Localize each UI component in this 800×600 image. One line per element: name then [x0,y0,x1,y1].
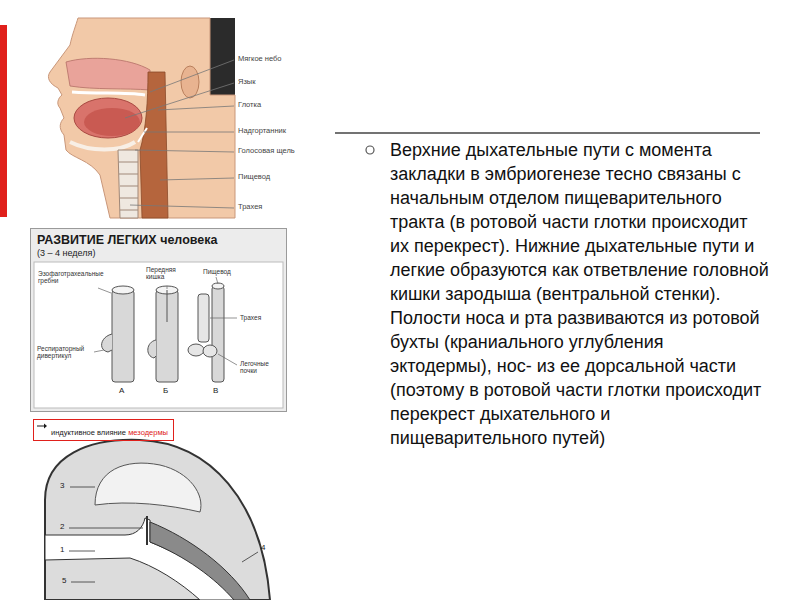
jaw [70,142,135,150]
part-label: Эзофаготрахеальные гребни [38,270,98,285]
leader-line [158,106,234,110]
ring [120,186,138,187]
lung-development-figure [30,228,287,429]
part-label: Передняя кишка [146,266,190,281]
ring [119,162,138,163]
part-label: Язык [238,78,256,87]
box-text: (3 – 4 неделя) [37,248,280,259]
part-label: Голосовая щель [238,147,295,156]
embryo-section [45,440,270,600]
leader-line [135,150,234,152]
leader-line [69,551,95,552]
part-label: Глотка [238,101,261,110]
stage-letter: Б [163,386,168,395]
diverticulum [102,334,112,352]
head-section [48,18,235,218]
lung-bud [148,340,156,358]
divider-line [335,132,760,134]
head-skin [48,18,235,218]
callout-number: 3 [60,481,64,490]
part-label: Трахея [240,314,261,321]
part-label: Пищевод [238,173,270,182]
tongue [84,108,140,136]
leader-line [144,132,234,133]
trachea-tube [198,294,209,342]
esophagus-tube [212,286,224,382]
part-label: Мягкое небо [238,55,282,64]
leader-line [70,487,95,488]
callout-number: 5 [62,576,66,585]
box-heading: индуктивное влияние [51,428,126,437]
palate [72,92,145,95]
trachea [118,150,138,218]
callout-number: 4 [261,543,265,552]
bullet [366,146,374,154]
leader-line [210,318,237,319]
stage-letter: А [119,386,124,395]
lung-bud [188,344,204,356]
leader-line [216,277,218,284]
mouth-cavity [74,98,142,138]
ring [119,174,138,175]
leader-line [167,286,168,289]
callout-number: 1 [60,545,64,554]
leader-line [125,83,234,118]
part-label: Легочные почки [240,360,280,375]
lung-bud [203,345,217,357]
epiglottis [138,128,147,142]
ear [181,66,199,98]
arrow-shaft [37,426,44,427]
leader-line [160,178,234,180]
tube-opening [112,286,134,294]
brain-vesicle [95,463,201,512]
leader-lines [94,277,237,365]
trachea-rings [119,162,138,210]
ring [120,198,138,199]
accent-bar [0,25,7,217]
box-heading: РАЗВИТИЕ ЛЕГКИХ человека [37,233,280,248]
stage-letter: В [213,386,218,395]
leader-line [218,354,237,365]
leader-line [94,350,104,352]
foregut [150,522,250,600]
box-text: мезодермы [128,428,168,437]
gut-tube [112,290,134,382]
part-label: Респираторный дивертикул [37,345,93,360]
part-label: Пищевод [203,268,231,275]
panel-ground [30,228,287,412]
induction-arrow [37,424,47,429]
body-paragraph: Верхние дыхательные пути с момента закла… [390,138,770,450]
membrane [146,516,148,545]
callout-number: 2 [60,522,64,531]
leader-lines [69,487,258,582]
leader-line [71,582,95,583]
septum [167,290,168,322]
arrow-head [44,424,47,429]
embryo-outline [45,440,270,600]
leader-line [130,205,234,208]
part-label: Надгортанник [238,127,286,136]
part-label: Трахея [238,203,262,212]
leader-line [98,288,111,293]
ring [120,210,138,211]
nasal-cavity [66,58,150,90]
figure-panel: РАЗВИТИЕ ЛЕГКИХ человека(3 – 4 неделя) [30,228,287,412]
gut-tube [156,290,178,382]
legend-box: индуктивное влияниемезодермы [33,419,174,441]
figure-ground [34,262,283,408]
leader-line [69,528,143,529]
leader-line [242,552,258,562]
leader-lines [125,60,234,208]
